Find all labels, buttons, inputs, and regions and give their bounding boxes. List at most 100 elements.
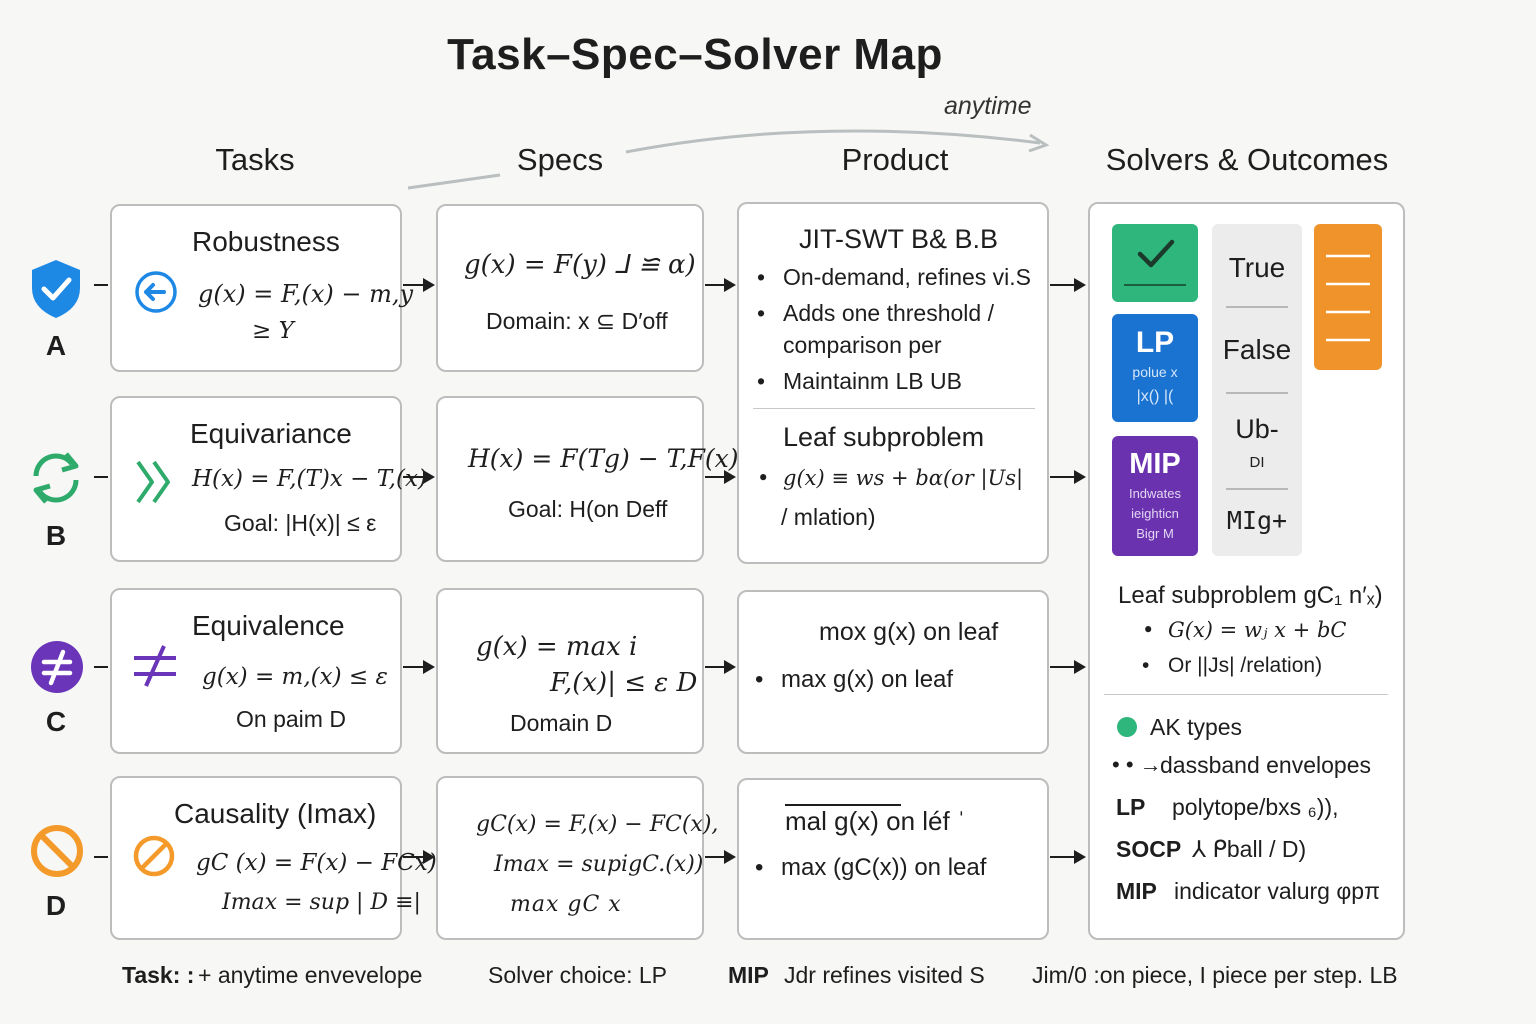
arrow	[705, 278, 736, 292]
task-formula-2: ≥ Y	[252, 318, 294, 344]
task-title: Robustness	[192, 226, 340, 257]
arrow	[705, 660, 736, 674]
task-title: Causality (Imax)	[174, 798, 377, 829]
product-bullet: Adds one threshold /	[757, 300, 994, 327]
task-formula-2: On paim D	[236, 706, 346, 732]
product-bullet: Maintainm LB UB	[757, 368, 962, 395]
dashed-arrow-icon: • • →	[1112, 752, 1162, 777]
spec-formula: g(x) = max i	[476, 632, 638, 662]
legend-socp-key: SOCP	[1116, 836, 1182, 862]
outcome-mig: MIg+	[1226, 506, 1288, 535]
lp-title: LP	[1135, 326, 1175, 359]
spec-formula: gC(x) = F,(x) − FC(x),	[476, 812, 719, 837]
arrow	[1050, 850, 1086, 864]
column-header-tasks: Tasks	[215, 142, 295, 177]
arrow	[705, 850, 736, 864]
footer-solver-choice: Solver choice: LP	[488, 962, 667, 988]
spec-domain: Domain: x ⊆ D′off	[486, 308, 668, 334]
spec-domain: max gC x	[510, 892, 622, 917]
prohibited-small-icon	[133, 835, 175, 877]
arrow	[1050, 470, 1086, 484]
shield-check-icon	[32, 260, 80, 318]
task-formula-2: Imax = sup | D ≡|	[222, 890, 421, 915]
product-box-c: mox g(x) on leaf max g(x) on leaf	[737, 590, 1049, 754]
spec-box-a: g(x) = F(y) ⅃ ≌ α) Domain: x ⊆ D′off	[436, 204, 704, 372]
task-box-equivariance: Equivariance H(x) = F,(T)x − T,(x) Goal:…	[110, 396, 427, 562]
task-formula: H(x) = F,(T)x − T,(x)	[192, 466, 427, 492]
anytime-label: anytime	[944, 92, 1032, 120]
not-equal-icon	[134, 645, 176, 687]
footer-last: Jim/0 :on piece, I piece per step. LB	[1032, 962, 1398, 988]
row-label-a: A	[45, 330, 67, 361]
spec-box-c: g(x) = max i F,(x)| ≤ ε D Domain D	[436, 588, 704, 754]
row-label-b: B	[45, 520, 67, 551]
task-box-equivalence: Equivalence g(x) = m,(x) ≤ ε On paim D	[110, 588, 402, 754]
arrow	[403, 470, 435, 484]
outcome-di: DI	[1249, 454, 1265, 471]
legend-lp-value: polytope/bxs ₆)),	[1172, 794, 1339, 820]
footer-task-key: Task: :	[122, 962, 195, 988]
footer-mip-key: MIP	[728, 962, 769, 988]
product-bullet: max (gC(x)) on leaf	[755, 854, 986, 882]
list-lines-icon	[1326, 254, 1370, 342]
leaf-title: Leaf subproblem	[783, 422, 985, 452]
double-chevron-icon	[136, 460, 170, 504]
spec-formula: H(x) = F(Tg) − T,F(x)	[468, 444, 739, 473]
arrow-circle-left-icon	[135, 271, 177, 313]
mip-tile: MIP Indwates ieighticn Bigr M	[1112, 436, 1198, 556]
check-tile	[1112, 224, 1198, 302]
spec-domain: Domain D	[510, 710, 613, 736]
legend-dassband: dassband envelopes	[1160, 752, 1371, 778]
row-label-d: D	[45, 890, 67, 921]
solver-leaf-bullet: Or ||Js| /relation)	[1142, 654, 1322, 678]
column-header-product: Product	[841, 142, 949, 177]
product-bullet-cont: comparison per	[783, 332, 942, 358]
lp-sub: |x() |(	[1136, 388, 1174, 405]
leaf-cont: / mlation)	[781, 504, 876, 530]
solver-leaf-bullet: G(x) = wⱼ x + bC	[1142, 618, 1347, 642]
legend-socp-value: ⅄ ᑭball / D)	[1192, 836, 1307, 862]
cycle-arrows-icon	[33, 452, 79, 504]
spec-box-d: gC(x) = F,(x) − FC(x), Imax = supigC.(x)…	[436, 776, 718, 940]
prohibited-icon	[31, 825, 83, 877]
spec-formula-2: Imax = supigC.(x))	[494, 852, 704, 877]
legend-ak-types: AK types	[1150, 714, 1243, 740]
lp-sub: polue x	[1132, 364, 1178, 380]
list-tile	[1314, 224, 1382, 370]
arrow	[403, 850, 435, 864]
product-title: JIT-SWT B& B.B	[799, 224, 999, 254]
lp-tile: LP polue x |x() |(	[1112, 314, 1198, 422]
footer-mip-value: Jdr refines visited S	[784, 962, 985, 988]
leaf-bullet: g(x) ≡ ws + bα(or |Us|	[757, 466, 1023, 490]
product-box-ab: JIT-SWT B& B.B On-demand, refines vi.S A…	[737, 202, 1049, 564]
anytime-curve	[407, 129, 1050, 190]
outcomes-column: True False Ub- DI MIg+	[1212, 224, 1302, 556]
product-box-d: mal g(x) on léf ˈ max (gC(x)) on leaf	[737, 778, 1049, 940]
mip-sub: Indwates	[1128, 486, 1182, 501]
ak-dot-icon	[1117, 717, 1137, 737]
solvers-panel: LP polue x |x() |( MIP Indwates ieightic…	[1088, 202, 1405, 940]
arrow	[1050, 278, 1086, 292]
task-title: Equivariance	[190, 418, 352, 449]
row-label-c: C	[45, 706, 67, 737]
mip-sub: Bigr M	[1136, 526, 1174, 541]
legend-mip-key: MIP	[1116, 878, 1157, 904]
product-bullet: On-demand, refines vi.S	[757, 264, 1031, 291]
legend-lp-key: LP	[1116, 794, 1146, 820]
product-title: mox g(x) on leaf	[819, 618, 999, 646]
outcome-true: True	[1228, 252, 1286, 283]
arrow	[403, 660, 435, 674]
task-formula: g(x) = m,(x) ≤ ε	[202, 664, 388, 690]
footer-task-value: + anytime envevelope	[198, 962, 423, 988]
spec-box-b: H(x) = F(Tg) − T,F(x) Goal: H(on Deff	[436, 396, 739, 562]
task-box-robustness: Robustness g(x) = F,(x) − m,y ≥ Y	[110, 204, 413, 372]
solver-leaf-title: Leaf subproblem gC₁ n′ₓ)	[1118, 582, 1383, 609]
not-equal-circle-icon	[31, 641, 83, 693]
spec-domain: Goal: H(on Deff	[508, 496, 668, 522]
outcome-false: False	[1222, 334, 1292, 365]
mip-sub: ieighticn	[1131, 506, 1179, 521]
arrow	[403, 278, 435, 292]
task-box-causality: Causality (Imax) gC (x) = F(x) − FCx) Im…	[110, 776, 437, 940]
spec-formula-2: F,(x)| ≤ ε D	[550, 668, 698, 698]
task-formula-2: Goal: |H(x)| ≤ ε	[224, 510, 377, 536]
